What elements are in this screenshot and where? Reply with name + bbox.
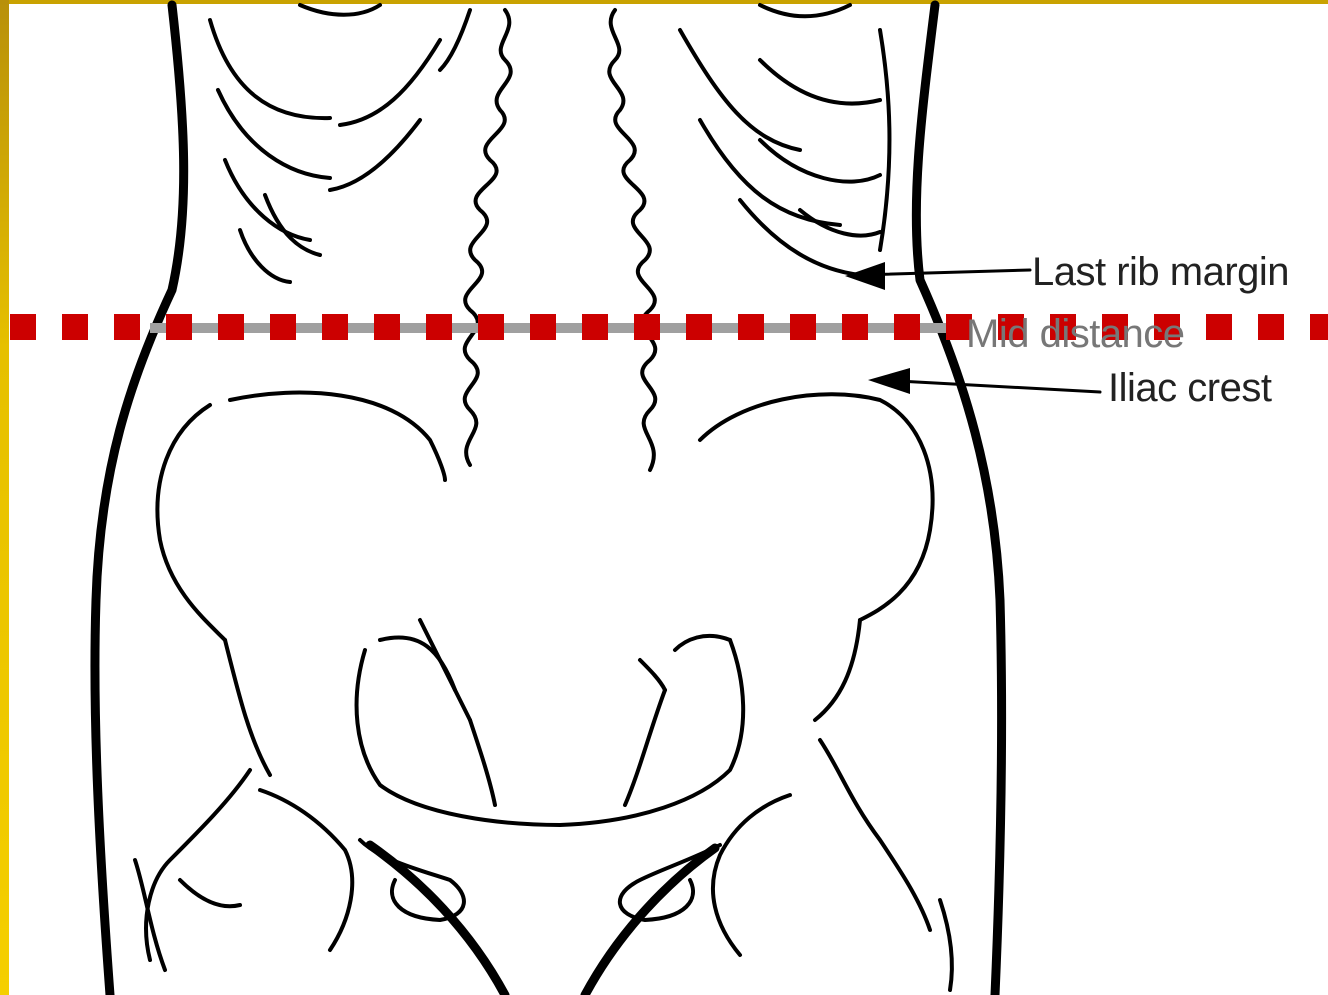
arrowhead-rib xyxy=(845,262,885,290)
spine-right-edge xyxy=(609,10,655,470)
body-outline-left xyxy=(95,5,184,995)
ribs-left xyxy=(210,5,470,282)
label-mid-distance: Mid distance xyxy=(966,312,1185,357)
ribs-right xyxy=(680,5,889,275)
pelvis xyxy=(135,393,952,990)
label-iliac-crest: Iliac crest xyxy=(1108,366,1271,411)
body-outline-right xyxy=(916,5,1001,995)
spine-left-edge xyxy=(465,10,511,465)
label-last-rib-margin: Last rib margin xyxy=(1032,250,1289,295)
arrowhead-iliac xyxy=(868,368,910,394)
pointer-line-rib xyxy=(860,270,1030,275)
pointer-line-iliac xyxy=(880,380,1100,392)
